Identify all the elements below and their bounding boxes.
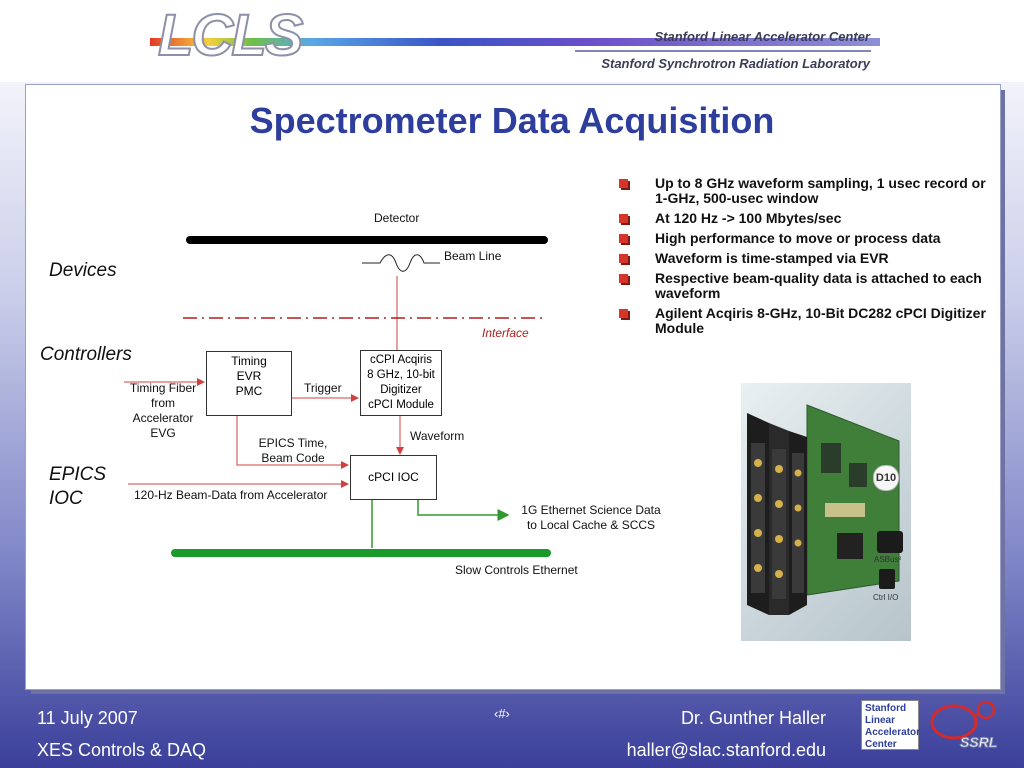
org-line-1: Stanford Linear Accelerator Center <box>654 29 870 44</box>
acqiris-line: 8 GHz, 10-bit <box>367 369 435 381</box>
ssrl-text: SSRL <box>959 734 998 751</box>
bullet-item: Waveform is time-stamped via EVR <box>619 251 999 266</box>
slow-controls-label: Slow Controls Ethernet <box>455 563 578 577</box>
timing-evr-line: EVR <box>236 369 262 383</box>
footer-page-number: ‹#› <box>494 706 510 721</box>
bullet-marker <box>619 179 628 188</box>
bullet-item: Respective beam-quality data is attached… <box>619 271 999 301</box>
slac-logo-line: Stanford <box>865 703 907 714</box>
beam-line-label: Beam Line <box>444 249 502 263</box>
slac-logo: Stanford Linear Accelerator Center <box>861 700 921 750</box>
ethernet-science-label: 1G Ethernet Science Data to Local Cache … <box>511 503 671 533</box>
bullet-item: At 120 Hz -> 100 Mbytes/sec <box>619 211 999 226</box>
bullet-text: At 120 Hz -> 100 Mbytes/sec <box>655 210 842 226</box>
digitizer-illustration <box>747 404 903 615</box>
org-divider <box>575 50 871 52</box>
org-line-2: Stanford Synchrotron Radiation Laborator… <box>601 56 870 71</box>
epics-time-line: Beam Code <box>261 451 325 465</box>
bullet-item: High performance to move or process data <box>619 231 999 246</box>
interface-label: Interface <box>482 326 529 340</box>
ssrl-ring-icon <box>930 700 996 740</box>
epics-time-label: EPICS Time, Beam Code <box>246 436 340 466</box>
acqiris-box: cCPI Acqiris 8 GHz, 10-bit Digitizer cPC… <box>360 350 442 416</box>
footer-date: 11 July 2007 <box>37 708 138 728</box>
asbus-label: ASBus² <box>874 555 902 564</box>
timing-evr-line: Timing <box>231 354 267 368</box>
epics-ioc-label-line2: IOC <box>49 488 83 509</box>
bullet-text: High performance to move or process data <box>655 230 941 246</box>
bullet-marker <box>619 214 628 223</box>
acqiris-line: cPCI Module <box>368 399 434 411</box>
epics-time-line: EPICS Time, <box>258 436 328 450</box>
trigger-label: Trigger <box>304 381 342 395</box>
slac-logo-line: Center <box>865 739 897 750</box>
controllers-label: Controllers <box>40 344 132 365</box>
timing-evr-line: PMC <box>235 384 263 398</box>
epics-time-arrow <box>236 416 349 469</box>
timing-fiber-line: Accelerator <box>132 411 194 425</box>
slide-title: Spectrometer Data Acquisition <box>249 100 775 141</box>
digitizer-photo: D10 ASBus² Ctrl I/O <box>741 383 911 641</box>
beam-data-label: 120-Hz Beam-Data from Accelerator <box>134 488 328 502</box>
bullet-marker <box>619 234 628 243</box>
bullet-marker <box>619 274 628 283</box>
logo-rainbow-line <box>150 38 880 46</box>
slac-logo-line: Accelerator <box>865 727 921 738</box>
acqiris-line: cCPI Acqiris <box>370 354 432 366</box>
epics-ioc-label-line1: EPICS <box>49 464 107 485</box>
ethernet-science-line: to Local Cache & SCCS <box>526 518 656 532</box>
bullet-marker <box>619 254 628 263</box>
ctrl-io-label: Ctrl I/O <box>873 593 899 602</box>
waveform-label: Waveform <box>410 429 465 443</box>
bullet-text: Waveform is time-stamped via EVR <box>655 250 889 266</box>
bullet-marker <box>619 309 628 318</box>
bullet-list: Up to 8 GHz waveform sampling, 1 usec re… <box>619 176 999 341</box>
bullet-text: Respective beam-quality data is attached… <box>655 270 982 301</box>
timing-fiber-line: from <box>151 396 175 410</box>
bullet-text: Up to 8 GHz waveform sampling, 1 usec re… <box>655 175 986 206</box>
d10-badge: D10 <box>873 465 899 491</box>
detector-label: Detector <box>374 211 420 225</box>
devices-label: Devices <box>49 260 117 281</box>
footer-email: haller@slac.stanford.edu <box>626 740 826 760</box>
bullet-item: Agilent Acqiris 8-GHz, 10-Bit DC282 cPCI… <box>619 306 999 336</box>
footer-course: XES Controls & DAQ <box>37 740 207 760</box>
timing-fiber-line: Timing Fiber <box>129 381 197 395</box>
timing-fiber-label: Timing Fiber from Accelerator EVG <box>118 381 208 441</box>
timing-fiber-line: EVG <box>150 426 176 440</box>
bullet-item: Up to 8 GHz waveform sampling, 1 usec re… <box>619 176 999 206</box>
beam-line-wave <box>362 254 440 272</box>
timing-evr-box: Timing EVR PMC <box>206 351 292 416</box>
ethernet-science-line: 1G Ethernet Science Data <box>521 503 661 517</box>
bullet-text: Agilent Acqiris 8-GHz, 10-Bit DC282 cPCI… <box>655 305 986 336</box>
ssrl-logo: SSRL <box>924 698 1000 754</box>
lcls-logo: LCLS <box>157 3 304 69</box>
cpci-ioc-box: cPCI IOC <box>350 455 437 500</box>
science-data-arrow <box>417 500 510 521</box>
footer-author: Dr. Gunther Haller <box>680 708 826 728</box>
slac-logo-line: Linear <box>865 715 896 726</box>
acqiris-line: Digitizer <box>380 384 422 396</box>
